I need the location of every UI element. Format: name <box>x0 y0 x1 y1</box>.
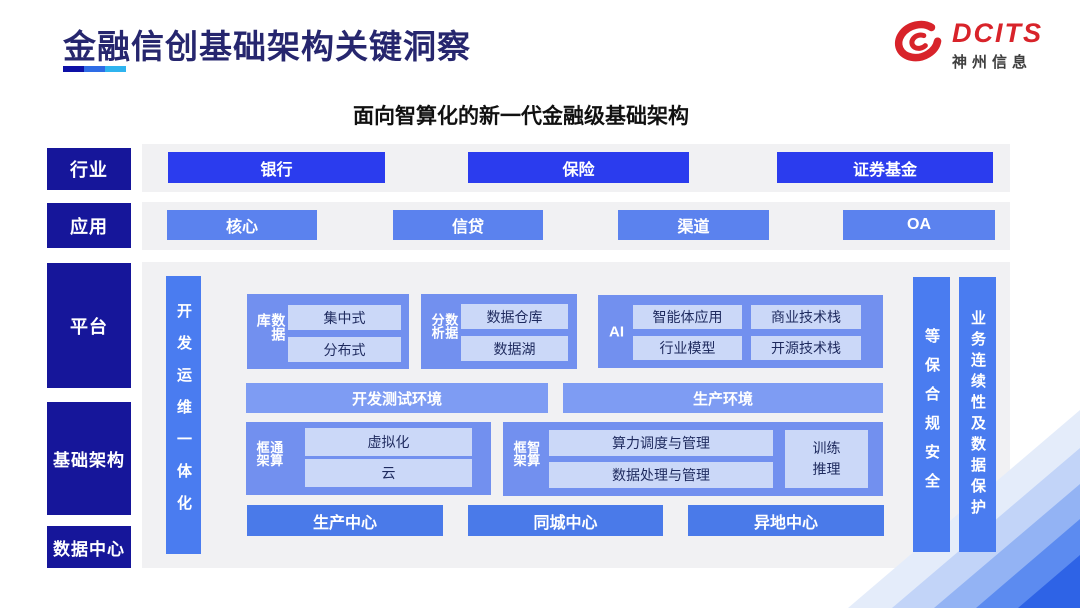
logo-company-text: 神州信息 <box>952 53 1033 71</box>
bar-production-environment: 生产环境 <box>563 383 883 413</box>
bar-dev-test-environment: 开发测试环境 <box>246 383 548 413</box>
box-credit: 信贷 <box>393 210 543 240</box>
box-bank: 银行 <box>168 152 385 183</box>
group-data-analytics: 数据分析 数据仓库 数据湖 <box>421 294 577 369</box>
chip-distributed: 分布式 <box>288 337 401 362</box>
chip-data-processing: 数据处理与管理 <box>549 462 773 488</box>
chip-industry-model: 行业模型 <box>633 336 742 360</box>
chip-compute-scheduling: 算力调度与管理 <box>549 430 773 456</box>
box-insurance: 保险 <box>468 152 689 183</box>
group-general-compute: 通算框架 虚拟化 云 <box>246 422 491 495</box>
bar-devops-integration: 开发运维一体化 <box>166 276 201 554</box>
bar-security-compliance: 等保合规安全 <box>913 277 950 552</box>
group-database: 数据库 集中式 分布式 <box>247 294 409 369</box>
chip-data-lake: 数据湖 <box>461 336 568 361</box>
box-oa: OA <box>843 210 995 240</box>
group-ai-compute: 智算框架 算力调度与管理 数据处理与管理 训练 推理 <box>503 422 883 496</box>
underline-segment <box>84 66 105 72</box>
layer-label-application: 应用 <box>47 203 131 248</box>
chip-cloud: 云 <box>305 459 472 487</box>
diagram-title: 面向智算化的新一代金融级基础架构 <box>353 105 689 128</box>
chip-commercial-stack: 商业技术栈 <box>751 305 861 329</box>
logo-brand-text: DCITS <box>952 17 1043 48</box>
group-database-label: 数据库 <box>255 312 287 341</box>
group-data-analytics-label: 数据分析 <box>429 312 459 339</box>
group-general-compute-label: 通算框架 <box>254 440 284 467</box>
layer-label-datacenter: 数据中心 <box>47 526 131 568</box>
box-remote-center: 异地中心 <box>688 505 884 536</box>
box-channel: 渠道 <box>618 210 769 240</box>
layer-label-platform: 平台 <box>47 263 131 388</box>
box-same-city-center: 同城中心 <box>468 505 663 536</box>
group-ai: AI 智能体应用 商业技术栈 行业模型 开源技术栈 <box>598 295 883 368</box>
group-ai-label: AI <box>609 323 624 340</box>
underline-segment <box>105 66 126 72</box>
dcits-swirl-icon <box>890 18 946 73</box>
box-securities-funds: 证券基金 <box>777 152 993 183</box>
chip-data-warehouse: 数据仓库 <box>461 304 568 329</box>
chip-training-inference: 训练 推理 <box>785 430 868 488</box>
page-title: 金融信创基础架构关键洞察 <box>63 28 471 65</box>
layer-label-infrastructure: 基础架构 <box>47 402 131 515</box>
bar-business-continuity: 业务连续性及数据保护 <box>959 277 996 552</box>
chip-agent-application: 智能体应用 <box>633 305 742 329</box>
box-production-center: 生产中心 <box>247 505 443 536</box>
chip-virtualization: 虚拟化 <box>305 428 472 456</box>
chip-opensource-stack: 开源技术栈 <box>751 336 861 360</box>
underline-segment <box>63 66 84 72</box>
group-ai-compute-label: 智算框架 <box>511 440 541 467</box>
company-logo: DCITS 神州信息 <box>890 18 1043 73</box>
chip-centralized: 集中式 <box>288 305 401 330</box>
box-core: 核心 <box>167 210 317 240</box>
title-underline <box>63 66 126 72</box>
layer-label-industry: 行业 <box>47 148 131 190</box>
